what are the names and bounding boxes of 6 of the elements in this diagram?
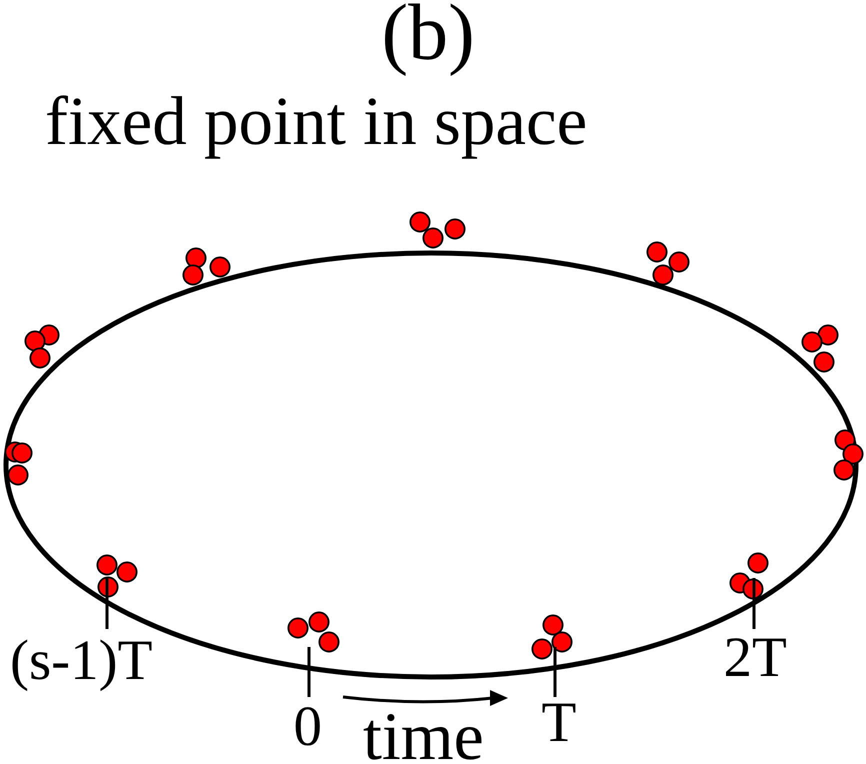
arrow-label: time bbox=[363, 708, 484, 764]
tick-label: (s-1)T bbox=[10, 632, 152, 690]
tick-label: T bbox=[542, 694, 576, 752]
tick-label: 0 bbox=[294, 698, 322, 756]
tick-label: 2T bbox=[724, 629, 787, 686]
annotation-text: fixed point in space bbox=[45, 87, 588, 156]
